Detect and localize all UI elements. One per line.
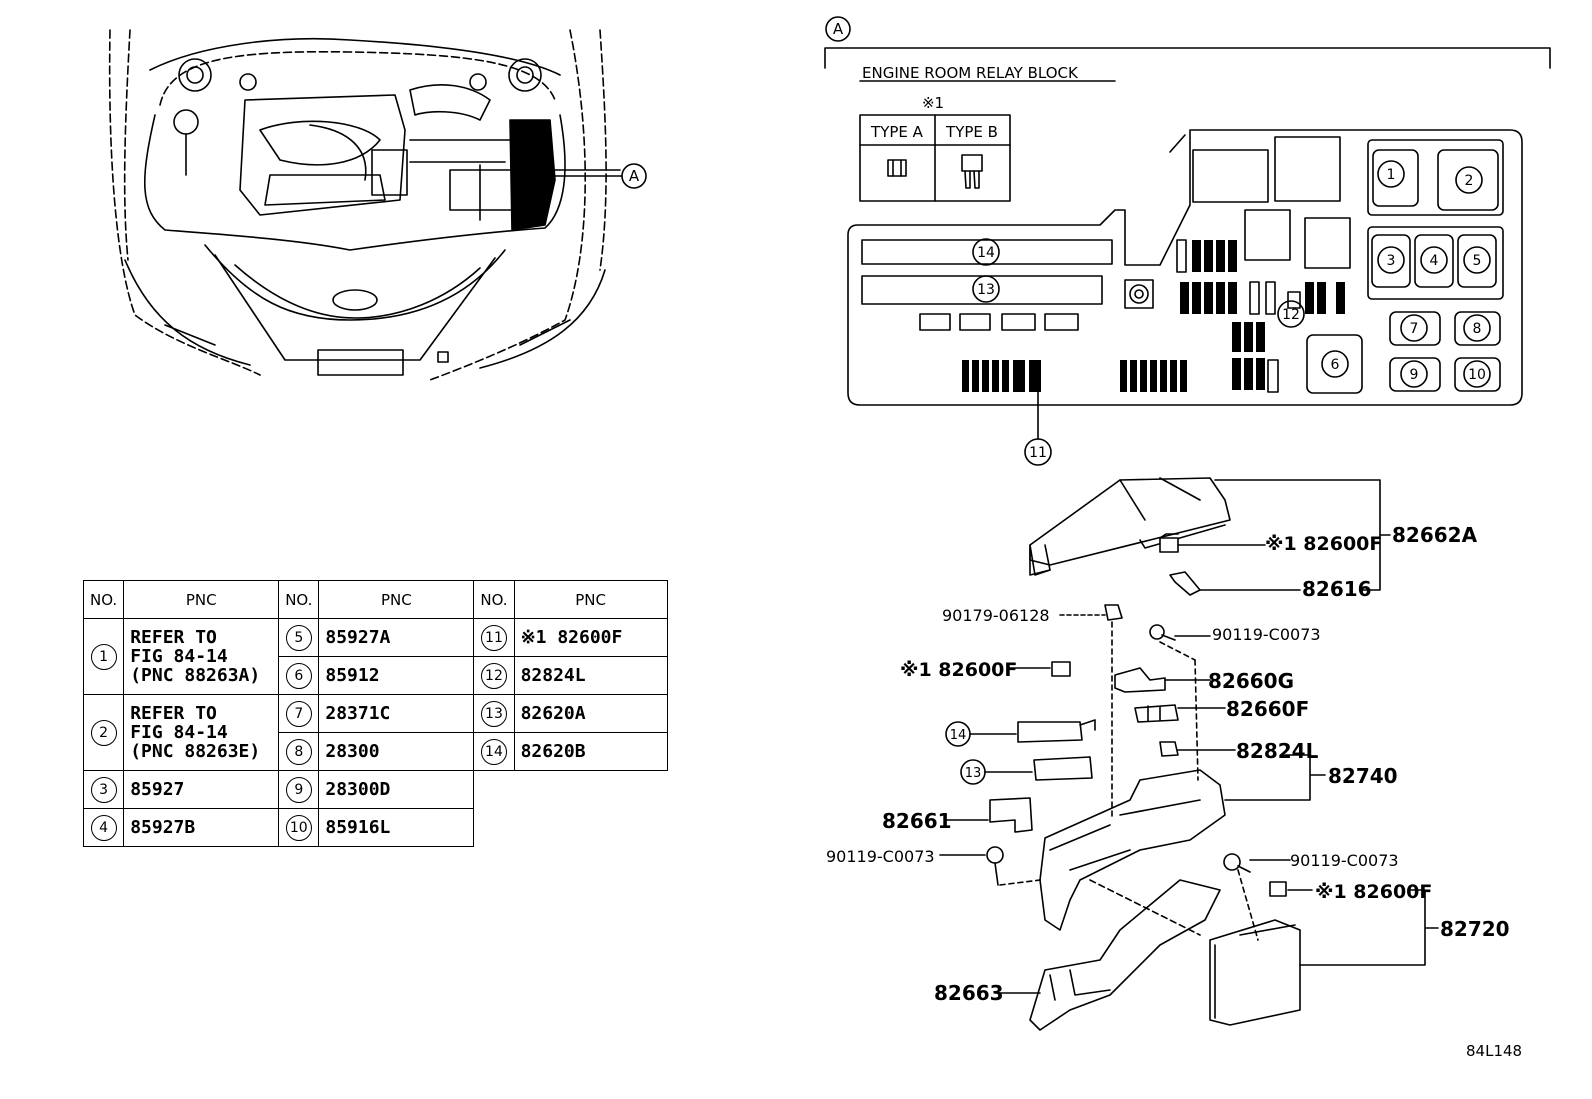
- col-pnc: PNC: [513, 580, 668, 619]
- label-90119-right: 90119-C0073: [1290, 851, 1399, 870]
- label-82660G: 82660G: [1208, 669, 1294, 693]
- col-pnc: PNC: [123, 580, 280, 619]
- relay-block-layout: 1 2 3 4 5 6 7 8 9 10 11 12 13 14: [847, 129, 1523, 466]
- label-82600F-left: ※1 82600F: [900, 659, 1017, 681]
- row-number: 1: [90, 643, 117, 670]
- row-number: 3: [90, 776, 117, 803]
- callout-10: 10: [1468, 367, 1486, 383]
- label-82663: 82663: [934, 981, 1004, 1005]
- pnc-value: 82620B: [513, 732, 668, 771]
- section-a-label: A: [833, 20, 844, 38]
- pnc-value: 82824L: [513, 656, 668, 695]
- pnc-value: 85927B: [123, 808, 280, 847]
- row-number: 2: [90, 719, 117, 746]
- pnc-value: 85912: [318, 656, 475, 695]
- label-82720: 82720: [1440, 917, 1510, 941]
- block-callouts: [972, 160, 1491, 466]
- car-front-illustration: A: [108, 29, 647, 381]
- row-number: 11: [480, 624, 507, 651]
- pnc-value: ※1 82600F: [513, 618, 668, 657]
- callout-13: 13: [977, 282, 995, 298]
- part-13-callout: 13: [965, 766, 982, 781]
- label-82824L: 82824L: [1236, 739, 1319, 763]
- pnc-value: 28300: [318, 732, 475, 771]
- callout-2: 2: [1465, 173, 1474, 189]
- callout-6: 6: [1331, 357, 1340, 373]
- pnc-value: 85927: [123, 770, 280, 809]
- callout-14: 14: [977, 245, 995, 261]
- label-82662A: 82662A: [1392, 523, 1478, 547]
- table-row: 3 85927 9 28300D: [82, 770, 668, 809]
- callout-5: 5: [1473, 253, 1482, 269]
- col-pnc: PNC: [318, 580, 475, 619]
- callout-4: 4: [1430, 253, 1439, 269]
- callout-9: 9: [1410, 367, 1419, 383]
- col-no: NO.: [473, 580, 515, 619]
- callout-3: 3: [1387, 253, 1396, 269]
- pnc-value: 28371C: [318, 694, 475, 733]
- pnc-ref: FIG 84-14: [130, 722, 228, 743]
- pnc-value: 85916L: [318, 808, 475, 847]
- row-number: 13: [480, 700, 507, 727]
- view-a-callout: A: [629, 167, 640, 185]
- pnc-ref: (PNC 88263E): [130, 741, 261, 762]
- pnc-ref: FIG 84-14: [130, 646, 228, 667]
- row-number: 14: [480, 738, 507, 765]
- pnc-value: 85927A: [318, 618, 475, 657]
- row-number: 5: [285, 624, 312, 651]
- figure-code: 84L148: [1466, 1042, 1522, 1060]
- label-82616: 82616: [1302, 577, 1372, 601]
- table-row: 4 85927B 10 85916L: [82, 808, 668, 847]
- callout-11: 11: [1029, 445, 1047, 461]
- label-82600F-cover: ※1 82600F: [1265, 533, 1382, 555]
- row-number: 6: [285, 662, 312, 689]
- label-82740: 82740: [1328, 764, 1398, 788]
- type-note: ※1: [922, 94, 944, 112]
- row-number: 9: [285, 776, 312, 803]
- type-b-label: TYPE B: [945, 123, 998, 141]
- pnc-ref: REFER TO: [130, 627, 217, 648]
- fuse-type-legend: ※1 TYPE A TYPE B: [859, 94, 1011, 202]
- row-number: 8: [285, 738, 312, 765]
- pnc-ref: (PNC 88263A): [130, 665, 261, 686]
- row-number: 12: [480, 662, 507, 689]
- row-number: 7: [285, 700, 312, 727]
- pnc-value: 28300D: [318, 770, 475, 809]
- label-82660F: 82660F: [1226, 697, 1309, 721]
- label-82600F-bottom: ※1 82600F: [1315, 881, 1432, 903]
- row-number: 10: [285, 814, 312, 841]
- col-no: NO.: [82, 580, 125, 619]
- exploded-parts: 14 13: [939, 477, 1439, 1031]
- callout-8: 8: [1473, 321, 1482, 337]
- label-90179-06128: 90179-06128: [942, 606, 1050, 625]
- label-90119-left: 90119-C0073: [826, 847, 935, 866]
- table-row: 6 85912 12 82824L: [84, 656, 668, 695]
- view-a-frame: A ENGINE ROOM RELAY BLOCK: [824, 16, 1551, 82]
- label-82661: 82661: [882, 809, 952, 833]
- pnc-value: 82620A: [513, 694, 668, 733]
- callout-1: 1: [1387, 167, 1396, 183]
- table-row: 8 28300 14 82620B: [84, 732, 668, 771]
- block-title: ENGINE ROOM RELAY BLOCK: [862, 64, 1079, 82]
- label-90119-top: 90119-C0073: [1212, 625, 1321, 644]
- callout-7: 7: [1410, 321, 1419, 337]
- col-no: NO.: [278, 580, 320, 619]
- pnc-ref: REFER TO: [130, 703, 217, 724]
- callout-12: 12: [1282, 307, 1300, 323]
- part-14-callout: 14: [950, 728, 967, 743]
- type-a-label: TYPE A: [870, 123, 924, 141]
- row-number: 4: [90, 814, 117, 841]
